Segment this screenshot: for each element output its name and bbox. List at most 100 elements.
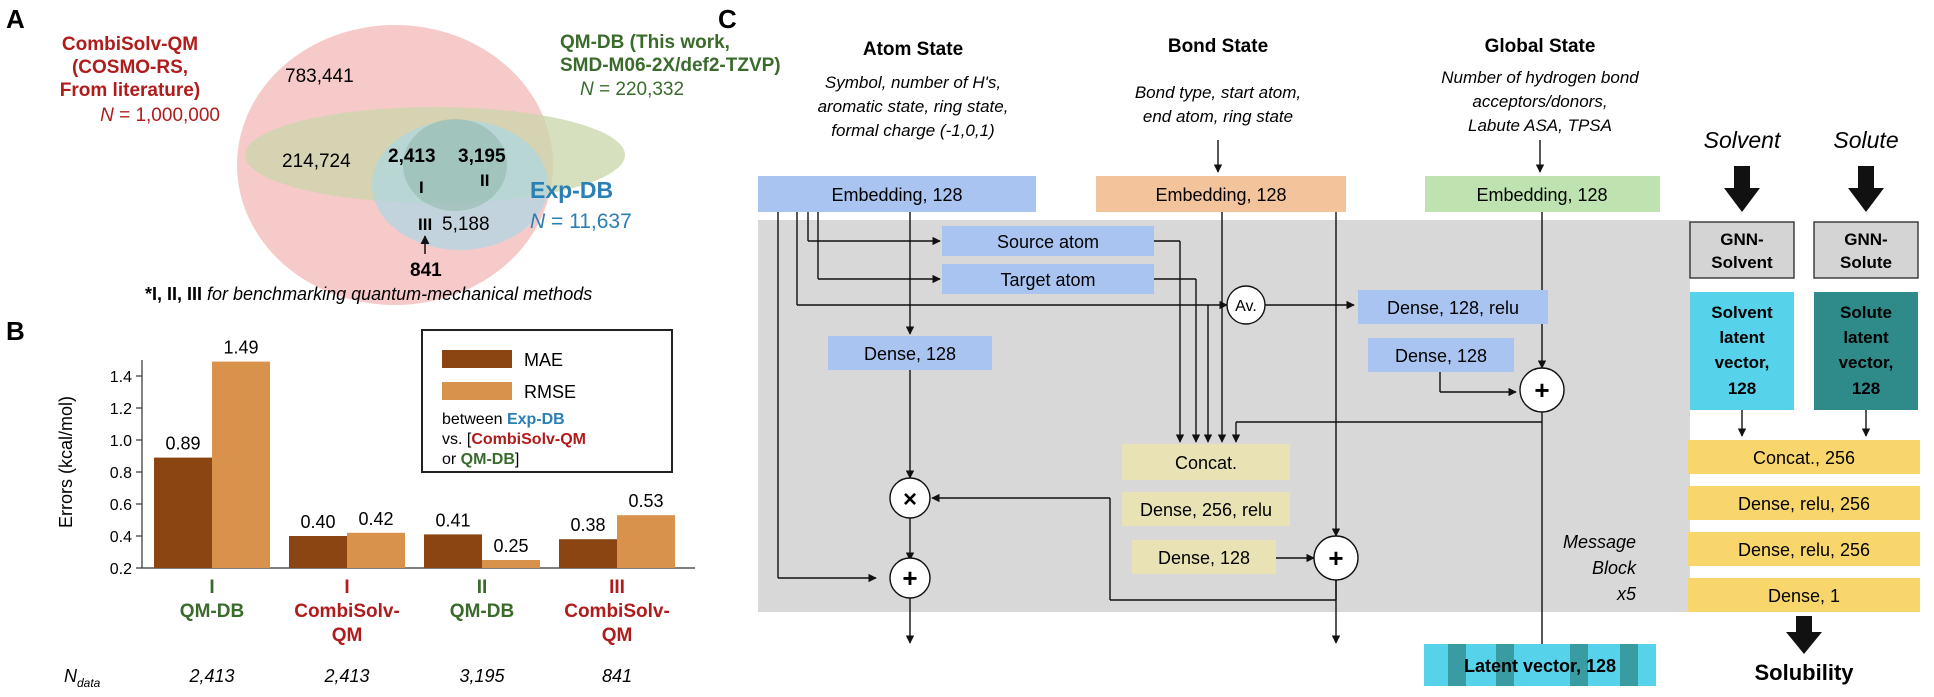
source-atom-box xyxy=(942,226,1154,256)
group-label: QM-DB xyxy=(180,601,244,622)
dense-128-relu-label: Dense, 128, relu xyxy=(1387,298,1519,318)
legend-or: or QM-DB] xyxy=(442,451,519,468)
add-bond-label: + xyxy=(1328,543,1343,573)
group-label: CombiSolv- xyxy=(564,601,670,622)
solubility-label: Solubility xyxy=(1755,660,1855,685)
group-roman: I xyxy=(209,577,214,598)
ndata-value: 841 xyxy=(602,666,632,686)
count-qm-exp: 3,195 xyxy=(458,146,506,167)
dense-256-relu-label: Dense, 256, relu xyxy=(1140,500,1272,520)
bond-embedding-label: Embedding, 128 xyxy=(1155,185,1286,205)
solvent-latent-1: Solvent xyxy=(1711,303,1773,322)
bar-value-label: 0.40 xyxy=(300,512,335,532)
global-embedding-box xyxy=(1425,176,1660,212)
ndata-label: Ndata xyxy=(64,666,101,690)
dense-128-bond-box xyxy=(1132,540,1276,574)
target-atom-label: Target atom xyxy=(1000,270,1095,290)
combisolv-n: N = 1,000,000 xyxy=(100,105,220,126)
dense-128-bond-label: Dense, 128 xyxy=(1158,548,1250,568)
global-state-desc-3: Labute ASA, TPSA xyxy=(1468,116,1612,135)
add-atom-label: + xyxy=(902,563,917,593)
y-tick-label: 0.8 xyxy=(110,465,132,482)
gnn-solute-label-1: GNN- xyxy=(1844,230,1887,249)
dense-1-label: Dense, 1 xyxy=(1768,586,1840,606)
solubility-down-arrow xyxy=(1786,616,1822,654)
atom-state-desc-3: formal charge (-1,0,1) xyxy=(831,121,994,140)
dense-128-relu-box xyxy=(1358,290,1548,324)
combisolv-title-2: (COSMO-RS, xyxy=(72,57,188,78)
atom-state-desc-2: aromatic state, ring state, xyxy=(818,97,1009,116)
add-node-global xyxy=(1519,367,1565,413)
global-state-desc-1: Number of hydrogen bond xyxy=(1441,68,1639,87)
legend-rmse-label: RMSE xyxy=(524,382,576,402)
qmdb-n: N = 220,332 xyxy=(580,79,684,100)
solvent-latent-box xyxy=(1690,292,1794,410)
add-global-label: + xyxy=(1534,375,1549,405)
atom-state-title: Atom State xyxy=(863,39,963,60)
bar-value-label: 0.25 xyxy=(493,536,528,556)
bar-rmse xyxy=(212,361,270,568)
target-atom-box xyxy=(942,264,1154,294)
panel-a: A CombiSolv-QM (COSMO-RS, From literatur… xyxy=(6,4,781,305)
dense-128-global-label: Dense, 128 xyxy=(1395,346,1487,366)
expdb-title: Exp-DB xyxy=(530,177,613,203)
panel-a-letter: A xyxy=(6,4,25,34)
legend-mae-swatch xyxy=(442,350,512,368)
group-roman: I xyxy=(344,577,349,598)
solvent-title: Solvent xyxy=(1704,127,1782,153)
combisolv-title-1: CombiSolv-QM xyxy=(62,34,198,55)
group-label-2: QM xyxy=(332,625,363,646)
message-block-label-2: Block xyxy=(1592,558,1637,578)
dense-256-relu-box xyxy=(1122,492,1290,526)
legend-mae-label: MAE xyxy=(524,350,563,370)
bar-rmse xyxy=(347,532,405,568)
add-node-atom xyxy=(889,557,931,599)
legend-between: between Exp-DB xyxy=(442,411,565,428)
solute-down-arrow xyxy=(1848,166,1884,212)
expdb-n: N = 11,637 xyxy=(530,210,632,233)
qmdb-title-2: SMD-M06-2X/def2-TZVP) xyxy=(560,55,781,76)
solvent-latent-2: latent xyxy=(1719,328,1765,347)
dense-128-global-box xyxy=(1368,338,1514,372)
message-block-fan xyxy=(1678,220,1690,612)
concat-256-box xyxy=(1688,440,1920,474)
dense-relu-256-b-label: Dense, relu, 256 xyxy=(1738,540,1870,560)
group-label: CombiSolv- xyxy=(294,601,400,622)
atom-state-desc-1: Symbol, number of H's, xyxy=(825,73,1001,92)
venn-footnote: *I, II, III for benchmarking quantum-mec… xyxy=(145,284,592,304)
concat-box xyxy=(1122,444,1290,480)
y-tick-label: 1.4 xyxy=(110,369,132,386)
legend-rmse-swatch xyxy=(442,382,512,400)
dense-relu-256-b-box xyxy=(1688,532,1920,566)
message-block-label-1: Message xyxy=(1563,532,1636,552)
bar-value-label: 0.53 xyxy=(628,491,663,511)
group-label-2: QM xyxy=(602,625,633,646)
global-state-desc-2: acceptors/donors, xyxy=(1472,92,1607,111)
ndata-value: 3,195 xyxy=(459,666,505,686)
bar-mae xyxy=(424,534,482,568)
ndata-value: 2,413 xyxy=(323,666,369,686)
solvent-latent-4: 128 xyxy=(1728,379,1756,398)
panel-c: C Atom State Symbol, number of H's, arom… xyxy=(718,4,1920,686)
latent-vector-box xyxy=(1424,644,1656,686)
count-combisolv-only: 783,441 xyxy=(285,66,354,87)
solute-latent-4: 128 xyxy=(1852,379,1880,398)
solute-title: Solute xyxy=(1833,127,1898,153)
group-roman: II xyxy=(477,577,488,598)
qmdb-title-1: QM-DB (This work, xyxy=(560,32,730,53)
dense-1-box xyxy=(1688,578,1920,612)
solute-latent-1: Solute xyxy=(1840,303,1892,322)
bond-state-desc-2: end atom, ring state xyxy=(1143,107,1293,126)
combisolv-title-3: From literature) xyxy=(60,80,200,101)
bar-value-label: 0.89 xyxy=(165,434,200,454)
group-label: QM-DB xyxy=(450,601,514,622)
panel-c-letter: C xyxy=(718,4,737,34)
panel-b-letter: B xyxy=(6,316,25,346)
average-label: Av. xyxy=(1235,298,1257,315)
count-combi-qm: 214,724 xyxy=(282,151,351,172)
add-node-bond xyxy=(1313,535,1359,581)
source-atom-label: Source atom xyxy=(997,232,1099,252)
dense-128-atom-label: Dense, 128 xyxy=(864,344,956,364)
bar-mae xyxy=(559,539,617,568)
